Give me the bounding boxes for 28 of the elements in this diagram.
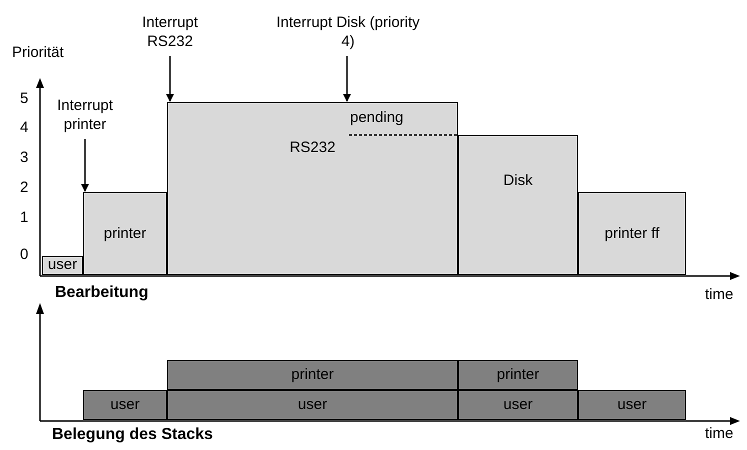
section-title: Belegung des Stacks [52,426,213,444]
task-block: printer [83,192,167,275]
interrupt-label: Interrupt Disk (priority 4) [275,12,421,52]
tick-label: 3 [20,149,28,167]
interrupt-label: Interrupt printer [40,95,130,135]
axis-title: Priorität [12,44,64,62]
tick-label: 0 [20,246,28,264]
stack-block: printer [167,360,458,390]
section-title: Bearbeitung [55,284,148,302]
tick-label: 5 [20,90,28,108]
interrupt-label: Interrupt RS232 [120,12,220,52]
arrow [81,139,89,192]
arrow [343,56,351,102]
task-block: printer ff [578,192,686,275]
tick-label: 4 [20,119,28,137]
axis-title: time [705,425,734,443]
stack-block: user [458,390,578,420]
stack-block: user [83,390,167,420]
arrow [166,56,174,102]
task-block: Disk [458,135,578,275]
stack-block: user [578,390,686,420]
tick-label: 2 [20,179,28,197]
status-label: pending [350,109,404,127]
task-block: user [42,256,83,275]
axis-title: time [705,286,734,304]
tick-label: 1 [20,209,28,227]
stack-block: printer [458,360,578,390]
stack-block: user [167,390,458,420]
